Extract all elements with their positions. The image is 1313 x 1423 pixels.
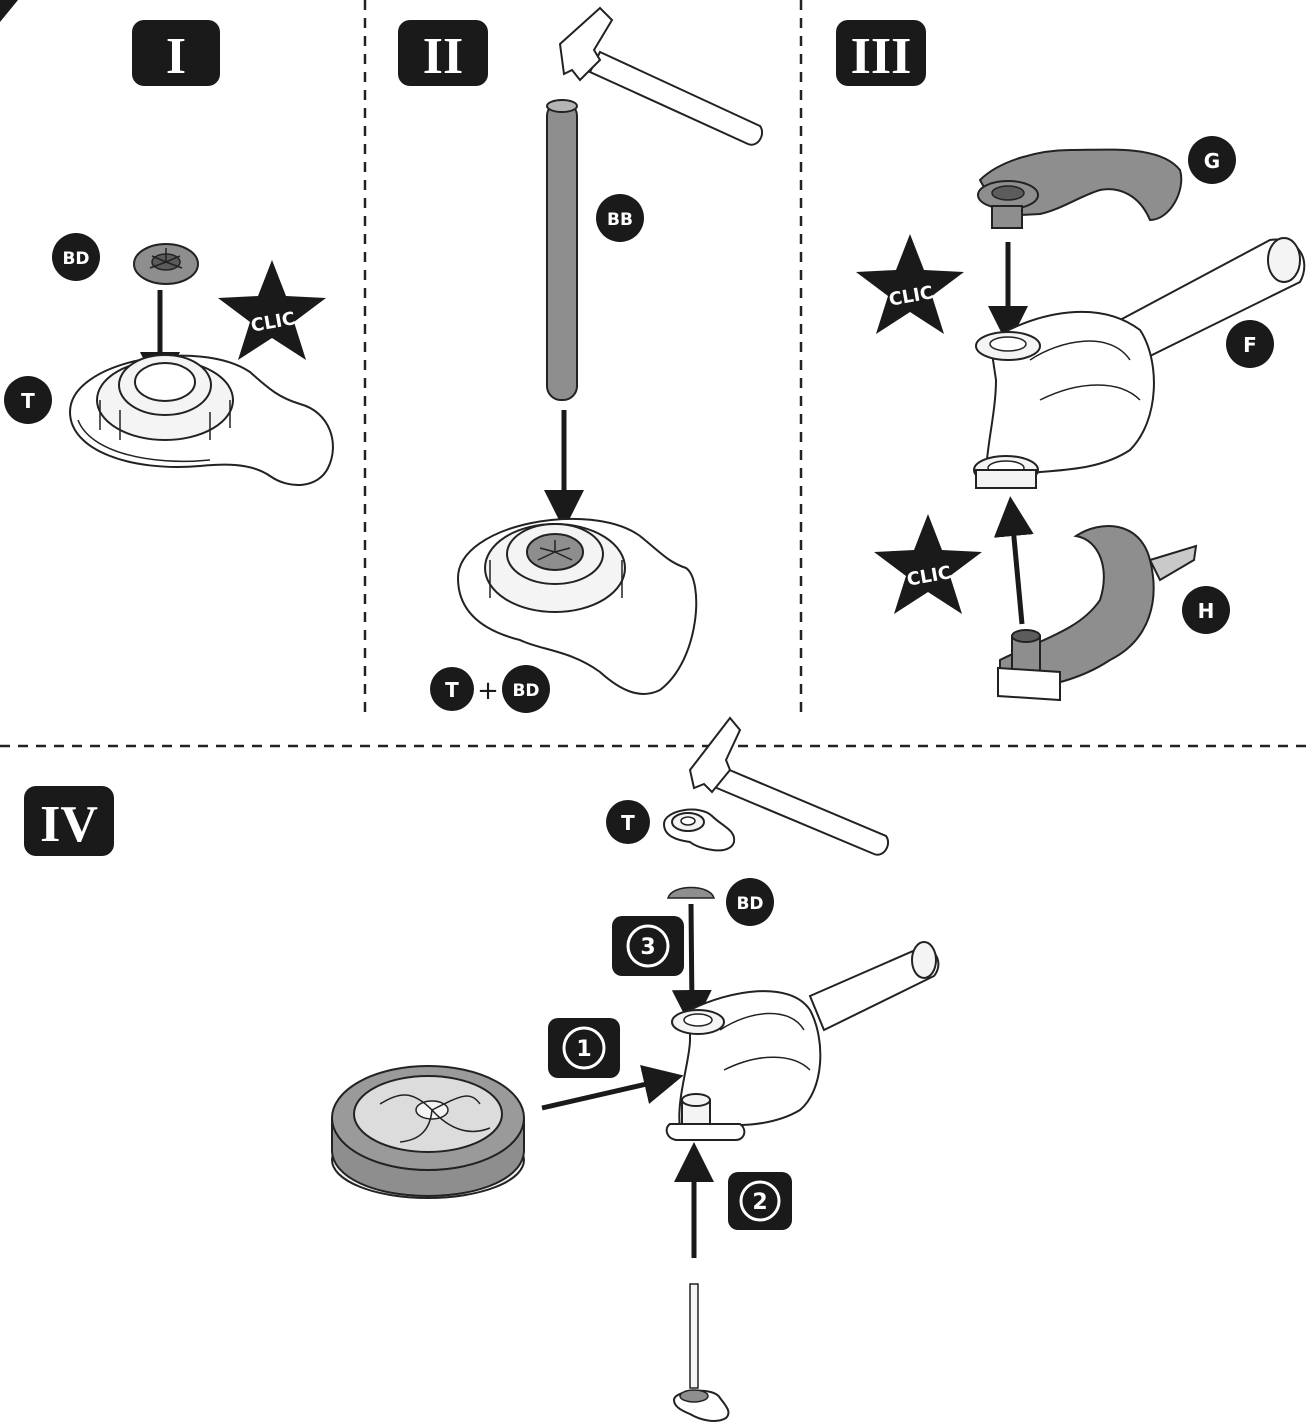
clic-star-3: CLIC (874, 514, 982, 614)
clic-star-2: CLIC (856, 234, 964, 334)
substep-1-badge: 1 (548, 1018, 620, 1078)
label-f: F (1226, 320, 1274, 368)
axle-rod-part (547, 100, 577, 400)
svg-text:T: T (621, 811, 635, 835)
label-t-4: T (606, 800, 650, 844)
upper-fork-g-part (978, 150, 1181, 228)
step-1-badge: I (132, 20, 220, 86)
svg-text:III: III (851, 28, 912, 85)
hammer-tool-1 (560, 8, 762, 145)
step-1-panel: I BD T CLIC (4, 20, 333, 485)
step-3-badge: III (836, 20, 926, 86)
label-bb: BB (596, 194, 644, 242)
svg-text:BD: BD (512, 681, 539, 701)
hub-assembled-part (458, 519, 696, 694)
svg-text:3: 3 (640, 935, 655, 960)
axle-pin-part (674, 1284, 728, 1421)
wheel-part (332, 1066, 524, 1198)
hub-cap-small-part (664, 810, 734, 851)
push-nut-small-part (668, 888, 714, 899)
svg-text:T: T (445, 678, 459, 702)
svg-text:1: 1 (576, 1037, 591, 1062)
arrow-wheel-in (542, 1080, 664, 1108)
svg-text:+: + (477, 676, 499, 706)
corner-mark (0, 0, 18, 22)
label-t-1: T (4, 376, 52, 424)
clic-star-1: CLIC (218, 260, 326, 360)
label-g: G (1188, 136, 1236, 184)
svg-text:BD: BD (736, 894, 763, 914)
label-bd-1: BD (52, 233, 100, 281)
step-2-badge: II (398, 20, 488, 86)
push-nut-part (134, 244, 198, 284)
svg-text:BD: BD (62, 249, 89, 269)
label-h: H (1182, 586, 1230, 634)
substep-3-badge: 3 (612, 916, 684, 976)
svg-text:F: F (1243, 333, 1257, 357)
svg-text:H: H (1198, 599, 1215, 623)
svg-text:G: G (1204, 149, 1220, 173)
svg-text:IV: IV (40, 796, 98, 853)
hub-cap-part (70, 355, 333, 485)
lower-fork-h-part (998, 526, 1196, 700)
step-3-panel: III G CLIC (836, 20, 1304, 700)
fork-assembled-part (667, 942, 939, 1140)
label-t-plus-bd: T + BD (430, 665, 550, 713)
step-4-badge: IV (24, 786, 114, 856)
substep-2-badge: 2 (728, 1172, 792, 1230)
step-2-panel: II BB T + (398, 8, 762, 713)
arrow-bd-down-4 (691, 904, 692, 1010)
svg-text:2: 2 (752, 1190, 767, 1215)
label-bd-4: BD (726, 878, 774, 926)
arrow-h-up (1012, 516, 1022, 624)
svg-text:II: II (423, 28, 463, 85)
svg-text:I: I (166, 28, 186, 85)
step-4-panel: IV T BD 3 (24, 718, 938, 1421)
svg-text:T: T (21, 389, 35, 413)
svg-text:BB: BB (607, 210, 633, 230)
